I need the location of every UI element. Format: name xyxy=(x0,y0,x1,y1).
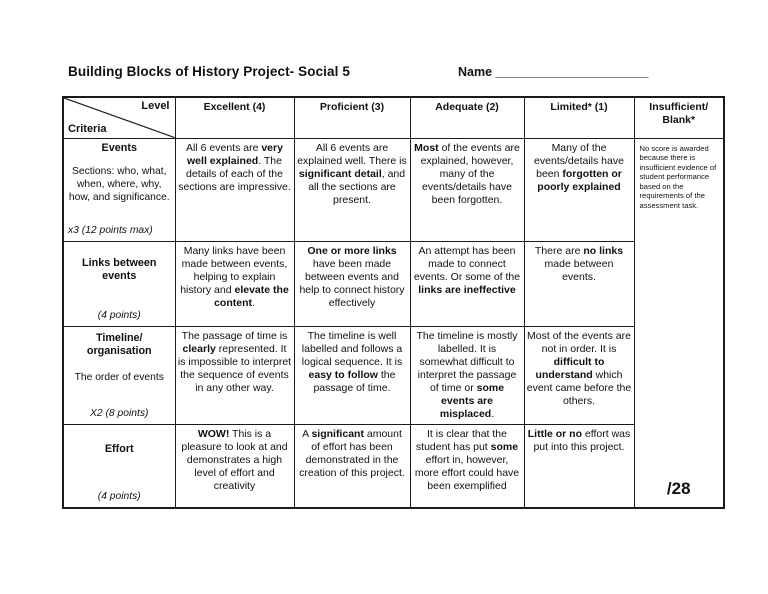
cell-events-adequate: Most of the events are explained, howeve… xyxy=(409,137,525,242)
cell-effort-excellent: WOW! This is a pleasure to look at and d… xyxy=(174,423,295,509)
cell-links-excellent: Many links have been made between events… xyxy=(174,240,295,327)
cell-timeline-excellent: The passage of time is clearly represent… xyxy=(174,325,295,425)
table-row-links: Links between events (4 points) Many lin… xyxy=(62,240,724,327)
criteria-desc: Sections: who, what, when, where, why, h… xyxy=(68,165,170,203)
corner-cell: Level Criteria xyxy=(62,96,176,139)
cell-links-adequate: An attempt has been made to connect even… xyxy=(409,240,525,327)
table-row-timeline: Timeline/ organisation The order of even… xyxy=(62,325,724,425)
table-header-row: Level Criteria Excellent (4) Proficient … xyxy=(62,96,725,139)
name-field: Name ______________________ xyxy=(458,65,648,79)
table-row-events: Events Sections: who, what, when, where,… xyxy=(62,137,725,509)
insufficient-column-cell: No score is awarded because there is ins… xyxy=(633,137,725,509)
criteria-cell-links: Links between events (4 points) xyxy=(62,240,176,327)
cell-timeline-adequate: The timeline is mostly labelled. It is s… xyxy=(409,325,525,425)
criteria-points: (4 points) xyxy=(97,309,141,321)
column-header-limited: Limited* (1) xyxy=(523,96,635,139)
column-header-excellent: Excellent (4) xyxy=(174,96,295,139)
cell-events-proficient: All 6 events are explained well. There i… xyxy=(293,137,411,242)
criteria-points: X2 (8 points) xyxy=(90,407,149,419)
insufficient-note: No score is awarded because there is ins… xyxy=(639,143,717,211)
cell-timeline-limited: Most of the events are not in order. It … xyxy=(523,325,635,425)
cell-links-proficient: One or more links have been made between… xyxy=(293,240,411,327)
cell-events-excellent: All 6 events are very well explained. Th… xyxy=(174,137,295,242)
cell-links-limited: There are no links made between events. xyxy=(523,240,635,327)
page-title: Building Blocks of History Project- Soci… xyxy=(68,64,350,79)
name-blank-line: ______________________ xyxy=(495,65,649,79)
criteria-title: Timeline/ organisation xyxy=(86,331,152,357)
cell-timeline-proficient: The timeline is well labelled and follow… xyxy=(293,325,411,425)
cell-effort-limited: Little or no effort was put into this pr… xyxy=(523,423,635,509)
column-header-adequate: Adequate (2) xyxy=(409,96,525,139)
cell-effort-adequate: It is clear that the student has put som… xyxy=(409,423,525,509)
cell-events-limited: Many of the events/details have been for… xyxy=(523,137,635,242)
criteria-points: (4 points) xyxy=(97,491,141,502)
criteria-cell-effort: Effort (4 points) xyxy=(62,423,176,509)
name-label: Name xyxy=(458,65,493,79)
criteria-points: x3 (12 points max) xyxy=(68,224,153,236)
table-row-effort: Effort (4 points) WOW! This is a pleasur… xyxy=(62,423,724,509)
total-score: /28 xyxy=(666,479,691,498)
cell-effort-proficient: A significant amount of effort has been … xyxy=(293,423,411,509)
rubric-table: Level Criteria Excellent (4) Proficient … xyxy=(62,96,725,509)
criteria-title: Effort xyxy=(104,442,134,455)
criteria-title: Events xyxy=(101,141,137,154)
column-header-insufficient: Insufficient/ Blank* xyxy=(633,96,725,139)
criteria-cell-events: Events Sections: who, what, when, where,… xyxy=(62,137,176,242)
corner-label-criteria: Criteria xyxy=(68,122,107,135)
corner-label-level: Level xyxy=(141,100,170,112)
criteria-cell-timeline: Timeline/ organisation The order of even… xyxy=(62,325,176,425)
column-header-proficient: Proficient (3) xyxy=(293,96,411,139)
diagonal-divider xyxy=(64,98,174,137)
criteria-desc: The order of events xyxy=(74,371,164,383)
criteria-title: Links between events xyxy=(82,256,157,282)
